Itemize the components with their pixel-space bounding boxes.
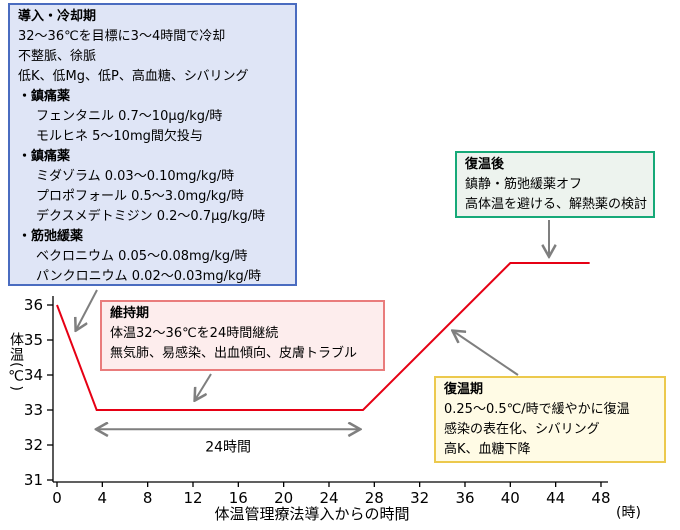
y-tick-label: 36 [24,296,43,314]
box-line: 不整脈、徐脈 [18,49,97,64]
induction-phase-lines: 32〜36℃を目標に3〜4時間で冷却不整脈、徐脈低K、低Mg、低P、高血糖、シバ… [18,27,287,287]
y-tick-label: 31 [24,471,43,489]
temperature-line [56,262,590,411]
box-line: 32〜36℃を目標に3〜4時間で冷却 [18,29,226,44]
x-axis-title: 体温管理療法導入からの時間 [214,505,409,523]
y-tick-label: 35 [24,331,43,349]
box-line: 無気肺、易感染、出血傾向、皮膚トラブル [110,346,358,361]
box-line: プロポフォール 0.5〜3.0mg/kg/時 [36,189,244,204]
after-rewarming-title: 復温後 [465,157,505,172]
box-line: パンクロニウム 0.02〜0.03mg/kg/時 [36,269,262,284]
x-axis-unit: (時) [616,505,641,521]
box-line: ミダゾラム 0.03〜0.10mg/kg/時 [36,169,235,184]
box-line: 体温32〜36℃を24時間継続 [110,326,279,341]
rewarming-pointer-arrow [453,331,519,376]
box-line: デクスメデトミジン 0.2〜0.7μg/kg/時 [36,209,266,224]
x-tick-label: 36 [455,489,474,507]
maintenance-phase-lines: 体温32〜36℃を24時間継続無気肺、易感染、出血傾向、皮膚トラブル [110,324,375,364]
y-axis-title: 体温(℃) [8,332,24,392]
box-line: 高体温を避ける、解熱薬の検討 [465,197,648,212]
box-line: 0.25〜0.5℃/時で緩やかに復温 [444,402,630,417]
induction-phase-title: 導入・冷却期 [18,9,97,24]
box-line: フェンタニル 0.7〜10μg/kg/時 [36,109,223,124]
duration-label: 24時間 [205,439,251,455]
box-line: ・筋弛緩薬 [18,229,84,244]
x-tick-label: 32 [410,489,429,507]
rewarming-phase-box: 復温期 0.25〜0.5℃/時で緩やかに復温感染の表在化、シバリング高K、血糖下… [434,376,666,463]
maintenance-pointer-arrow [195,373,212,400]
after-rewarming-lines: 鎮静・筋弛緩薬オフ高体温を避ける、解熱薬の検討 [465,175,648,215]
y-tick-label: 34 [24,366,43,384]
maintenance-phase-title: 維持期 [110,306,150,321]
y-tick-label: 32 [24,436,43,454]
x-tick-label: 8 [143,489,153,507]
x-tick-label: 40 [501,489,520,507]
y-tick-label: 33 [24,401,43,419]
x-tick-label: 48 [591,489,610,507]
box-line: ・鎮痛薬 [18,89,71,104]
x-tick-label: 44 [546,489,565,507]
rewarming-phase-lines: 0.25〜0.5℃/時で緩やかに復温感染の表在化、シバリング高K、血糖下降 [444,400,656,460]
x-tick-label: 0 [52,489,62,507]
x-tick-label: 20 [274,489,293,507]
rewarming-phase-title: 復温期 [444,382,484,397]
box-line: 感染の表在化、シバリング [444,422,600,437]
x-tick-label: 24 [319,489,338,507]
box-line: ベクロニウム 0.05〜0.08mg/kg/時 [36,249,248,264]
annotation-arrows [76,220,549,400]
induction-pointer-arrow [76,289,98,330]
maintenance-phase-box: 維持期 体温32〜36℃を24時間継続無気肺、易感染、出血傾向、皮膚トラブル [100,300,385,371]
x-tick-label: 28 [365,489,384,507]
box-line: 鎮静・筋弛緩薬オフ [465,177,583,192]
x-tick-label: 16 [229,489,248,507]
induction-phase-box: 導入・冷却期 32〜36℃を目標に3〜4時間で冷却不整脈、徐脈低K、低Mg、低P… [8,3,297,286]
box-line: 低K、低Mg、低P、高血糖、シバリング [18,69,249,84]
x-tick-label: 12 [183,489,202,507]
x-tick-label: 4 [98,489,108,507]
after-rewarming-box: 復温後 鎮静・筋弛緩薬オフ高体温を避ける、解熱薬の検討 [455,151,655,218]
box-line: モルヒネ 5〜10mg間欠投与 [36,129,203,144]
box-line: ・鎮痛薬 [18,149,71,164]
box-line: 高K、血糖下降 [444,442,531,457]
